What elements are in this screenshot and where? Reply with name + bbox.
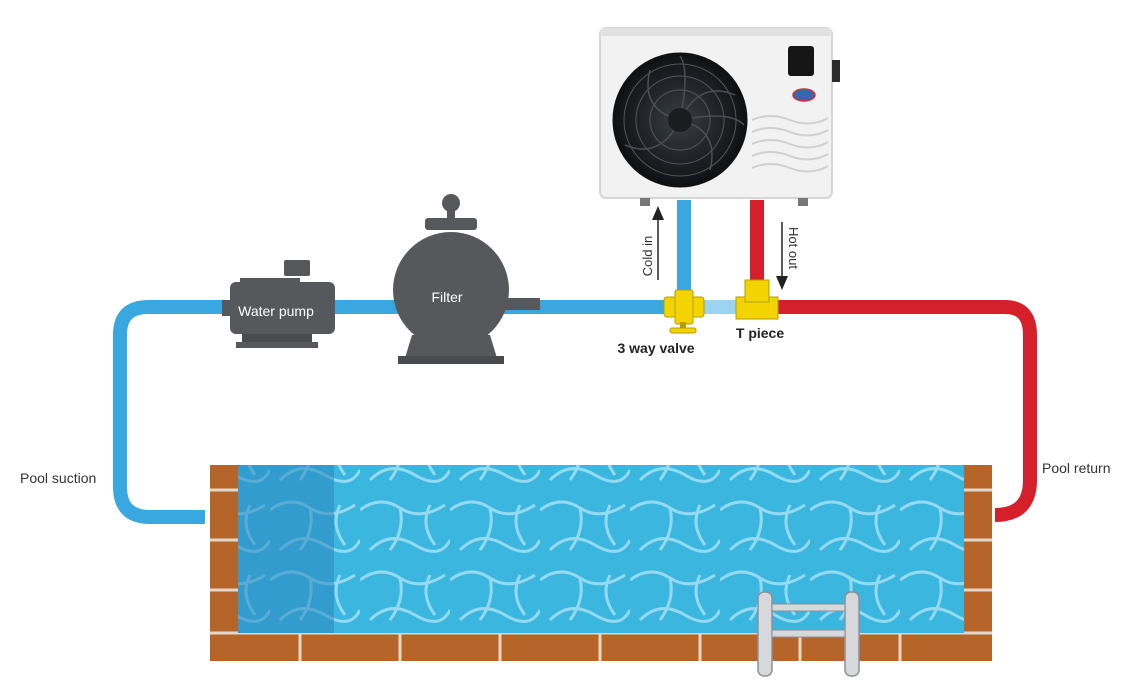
pool-suction-pipe: [113, 300, 235, 524]
hot-out-label: Hot out: [786, 227, 801, 269]
hot-out-arrow: [776, 222, 788, 290]
heat-pump-unit: [599, 27, 840, 206]
t-piece-label: T piece: [736, 325, 784, 341]
pool-return-label: Pool return: [1042, 460, 1110, 476]
three-way-valve-label: 3 way valve: [617, 340, 694, 356]
cold-in-label: Cold in: [640, 236, 655, 276]
sand-filter: Filter: [393, 194, 540, 364]
pool-suction-label: Pool suction: [20, 470, 96, 486]
swimming-pool: [210, 465, 992, 677]
water-pump-label: Water pump: [238, 303, 314, 319]
pool-return-pipe: [775, 300, 1037, 522]
three-way-valve: [663, 289, 705, 334]
filter-label: Filter: [431, 289, 462, 305]
t-piece: [735, 279, 779, 320]
pool-ladder: [757, 591, 860, 677]
water-pump: Water pump: [222, 260, 335, 348]
cold-in-arrow: [652, 206, 664, 280]
